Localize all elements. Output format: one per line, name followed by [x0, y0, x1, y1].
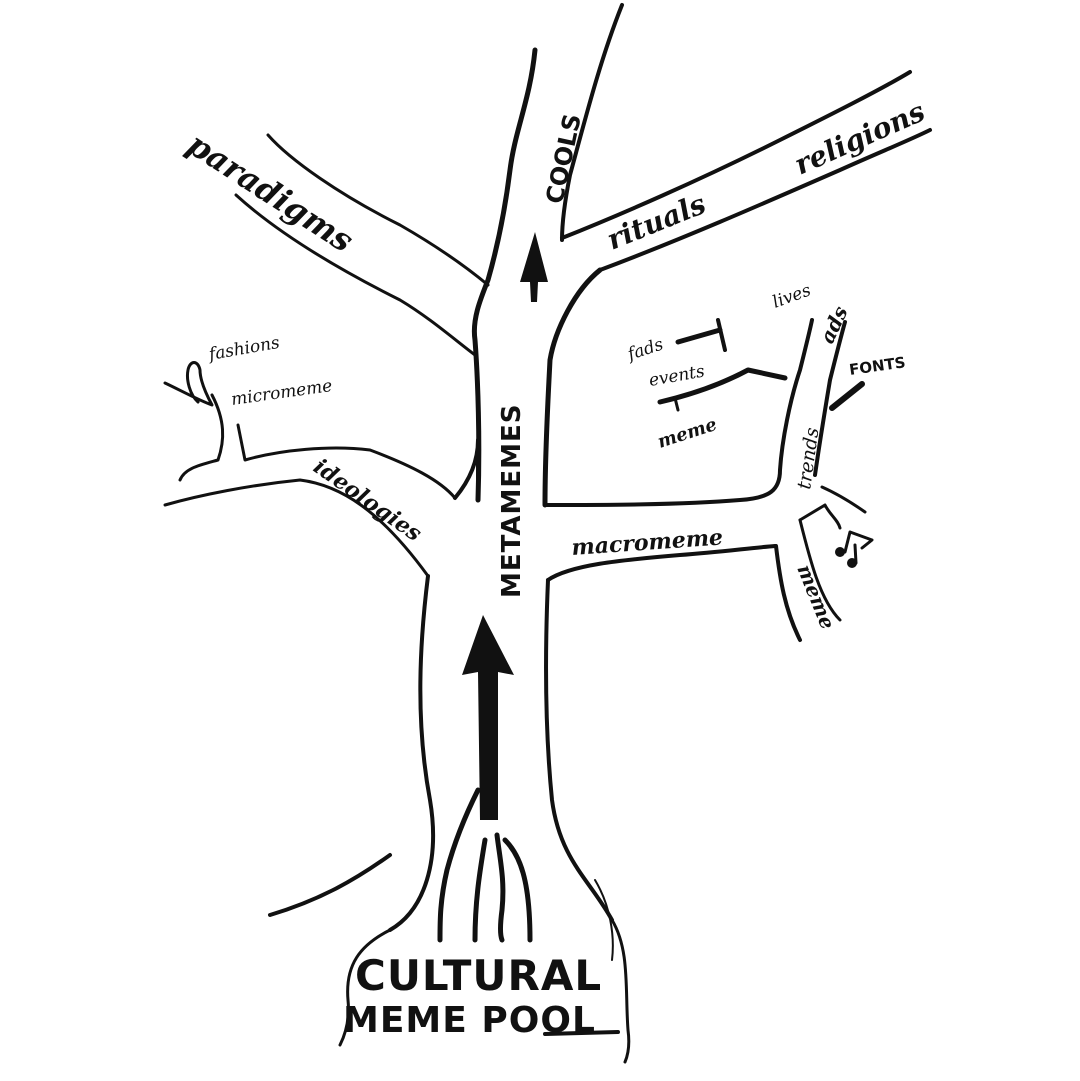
- label-fonts: FONTS: [848, 353, 907, 379]
- rituals-upper-edge: [560, 70, 912, 240]
- fads-twig: [675, 327, 723, 345]
- music-branch-upper-edge: [820, 485, 867, 514]
- paradigms-branch: [234, 133, 490, 357]
- root-strand-2: [472, 837, 488, 943]
- growth-arrows: [462, 232, 548, 820]
- label-root-line1: CULTURAL: [355, 951, 602, 1000]
- trunk-left-edge: [388, 574, 435, 932]
- music-branch-inner-edge: [798, 503, 842, 530]
- rituals-branch: [560, 70, 932, 272]
- arrow-up-icon: [520, 232, 548, 302]
- label-trends: trends: [793, 426, 823, 491]
- root-left-outer: [268, 853, 392, 917]
- meme-small-twig: [673, 396, 680, 412]
- upper-trunk-right-edge: [542, 267, 603, 508]
- micromeme-twig: [178, 393, 225, 482]
- label-macromeme: macromeme: [571, 524, 724, 561]
- fads-events-twigs: [657, 318, 788, 412]
- label-lives: lives: [770, 280, 814, 312]
- upper-trunk-left-edge: [471, 47, 538, 503]
- meme-branch-left-edge: [774, 544, 802, 642]
- label-meme-branch: meme: [792, 561, 840, 633]
- trunk-right-edge: [544, 578, 614, 922]
- label-ads: ads: [815, 302, 853, 347]
- macromeme-upper-edge: [543, 318, 814, 507]
- events-twig: [657, 367, 788, 405]
- ideologies-branch: [163, 361, 480, 578]
- macromeme-lower-edge: [546, 544, 777, 582]
- music-note-icon: [835, 530, 874, 568]
- root-left-flare: [338, 928, 392, 1047]
- root-right-inner: [594, 879, 614, 961]
- trunk-outline: [268, 574, 631, 1064]
- paradigms-upper-edge: [266, 133, 490, 287]
- paradigms-lower-edge: [234, 193, 477, 357]
- macromeme-branch: [543, 318, 867, 642]
- arrow-up-icon: [462, 615, 514, 820]
- cools-branch-right-edge: [560, 3, 624, 242]
- label-cools: COOLS: [540, 111, 586, 206]
- ideologies-lower-edge: [163, 478, 430, 578]
- fonts-twig: [829, 381, 865, 411]
- ideologies-join: [453, 438, 480, 502]
- label-paradigms: paradigms: [181, 125, 361, 260]
- meme-branch-right-edge: [798, 518, 842, 622]
- upper-trunk: [471, 3, 624, 508]
- label-events: events: [647, 361, 706, 391]
- root-strand-3: [494, 832, 506, 943]
- labels: COOLS METAMEMES paradigms rituals religi…: [181, 95, 930, 1041]
- trends-right-edge: [813, 320, 847, 477]
- label-metamemes: METAMEMES: [497, 404, 527, 598]
- root-strand-1: [437, 787, 481, 943]
- lives-cross-twig: [716, 318, 727, 352]
- fashions-twig: [163, 361, 214, 407]
- ideologies-upper-edge: [236, 423, 457, 500]
- label-meme-small: meme: [655, 414, 720, 453]
- label-fashions: fashions: [205, 333, 281, 365]
- label-fads: fads: [623, 335, 666, 366]
- label-micromeme: micromeme: [230, 376, 334, 410]
- root-right-flare: [610, 918, 631, 1064]
- rituals-lower-edge: [598, 128, 932, 272]
- root-strand-4: [502, 837, 533, 943]
- root-underline: [543, 1030, 620, 1036]
